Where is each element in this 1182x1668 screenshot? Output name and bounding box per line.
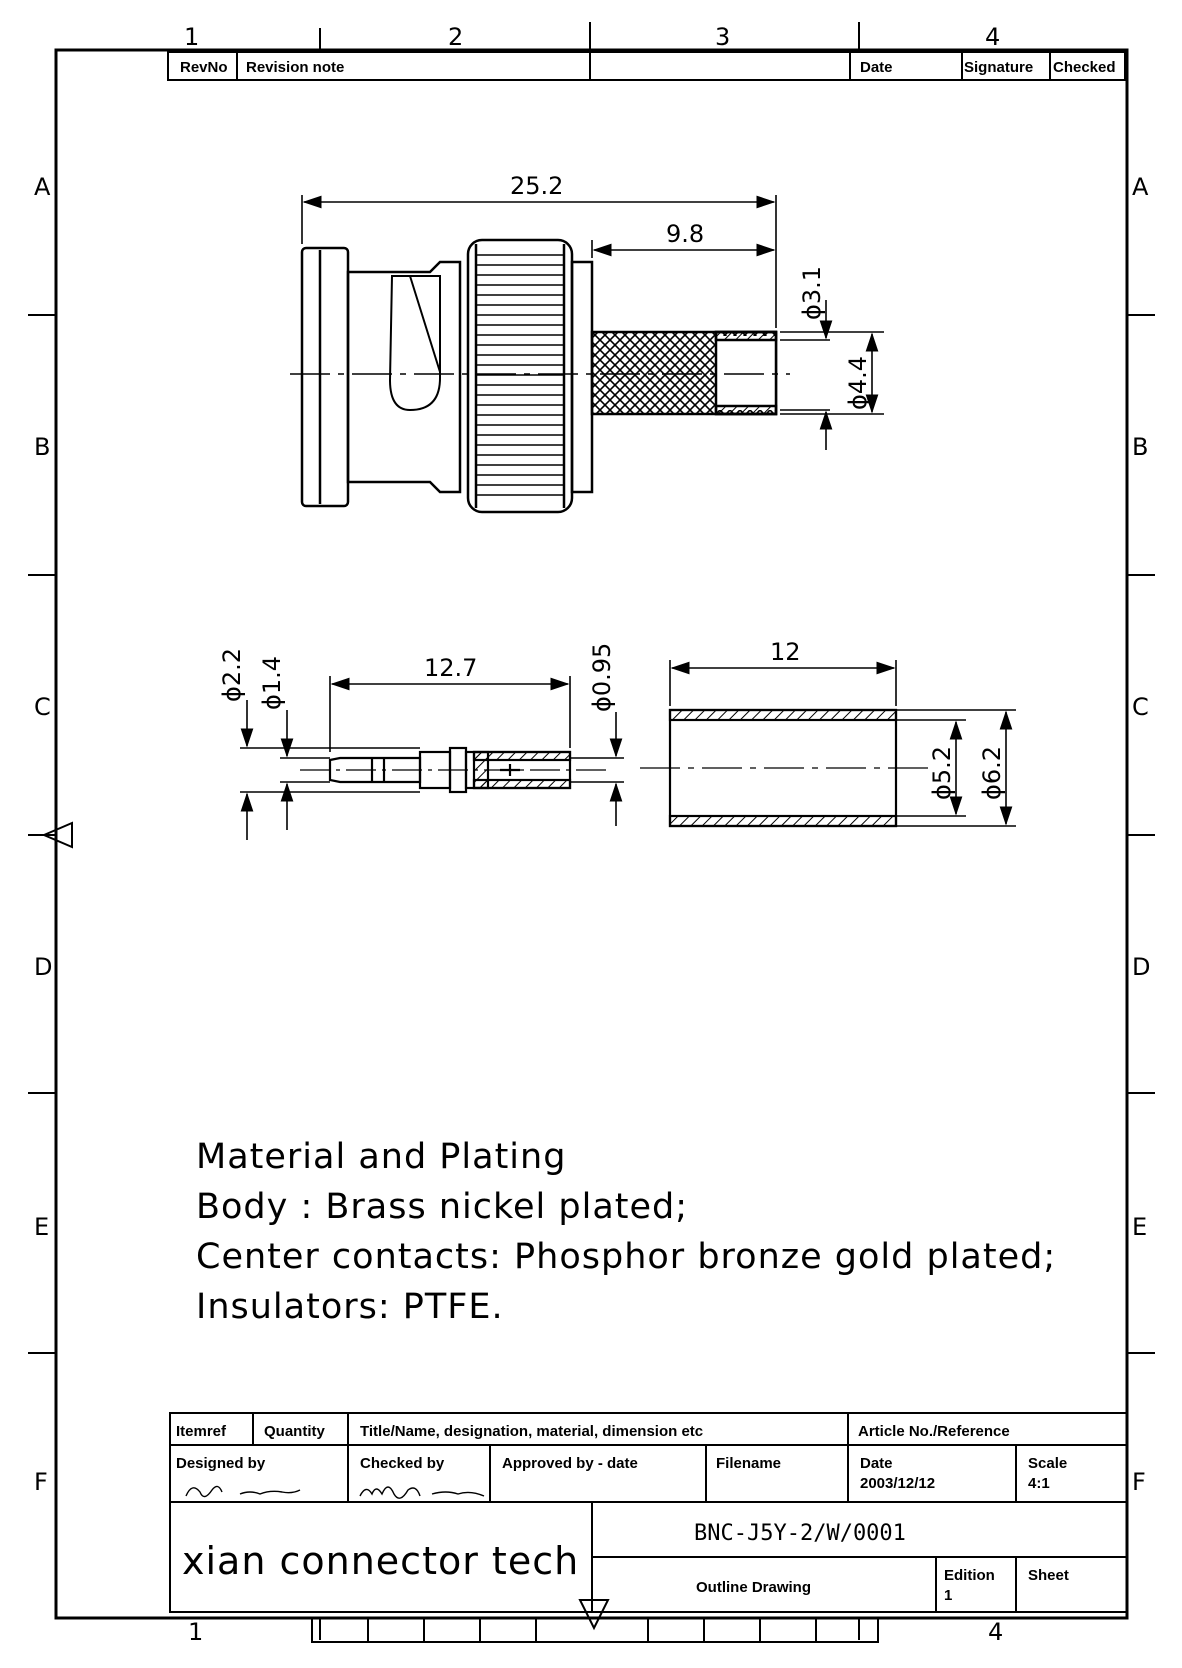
dim-diam-6-2: ϕ6.2	[978, 746, 1006, 800]
dim-diam-1-4: ϕ1.4	[258, 656, 286, 710]
filename-label: Filename	[716, 1455, 781, 1472]
checker-signature	[359, 1486, 485, 1499]
dim-overall-length: 25.2	[510, 172, 563, 200]
drawing-type: Outline Drawing	[696, 1579, 811, 1596]
dim-crimp-length: 9.8	[666, 220, 704, 248]
zone-col-2: 2	[448, 23, 463, 51]
rev-no-label: RevNo	[180, 59, 228, 76]
zone-row-f-left: F	[34, 1468, 48, 1496]
sheet-label: Sheet	[1028, 1567, 1069, 1584]
dimension-lines-pin	[240, 676, 624, 840]
zone-col-bottom-1: 1	[188, 1618, 203, 1646]
material-body: Body : Brass nickel plated;	[196, 1187, 688, 1227]
zone-row-d-left: D	[34, 953, 52, 981]
rev-checked-label: Checked	[1053, 59, 1116, 76]
revision-block	[167, 51, 1126, 81]
edition-value: 1	[944, 1587, 952, 1604]
zone-col-bottom-4: 4	[988, 1618, 1003, 1646]
zone-column-markers	[28, 22, 1155, 1640]
scale-value: 4:1	[1028, 1475, 1050, 1492]
itemref-label: Itemref	[176, 1423, 227, 1440]
article-no-label: Article No./Reference	[858, 1423, 1010, 1440]
centering-arrow-left	[41, 821, 73, 849]
date-value: 2003/12/12	[860, 1475, 935, 1492]
bottom-ruler	[311, 1617, 879, 1643]
quantity-label: Quantity	[264, 1423, 325, 1440]
zone-row-d-right: D	[1132, 953, 1150, 981]
zone-row-b-right: B	[1132, 433, 1148, 461]
scale-label: Scale	[1028, 1455, 1067, 1472]
designer-signature	[185, 1485, 301, 1498]
zone-row-a-left: A	[34, 173, 51, 201]
edition-label: Edition	[944, 1567, 995, 1584]
title-block-grid	[169, 1412, 1128, 1613]
title-name-label: Title/Name, designation, material, dimen…	[360, 1423, 703, 1440]
zone-row-e-left: E	[34, 1213, 49, 1241]
zone-row-f-right: F	[1132, 1468, 1146, 1496]
approved-by-label: Approved by - date	[502, 1455, 638, 1472]
center-pin-view	[300, 746, 610, 794]
material-heading: Material and Plating	[196, 1137, 566, 1177]
checked-by-label: Checked by	[360, 1455, 445, 1472]
centering-arrow-bottom	[578, 1599, 610, 1631]
crimp-ferrule-view	[640, 708, 930, 828]
dimension-lines-ferrule	[669, 660, 1016, 827]
zone-col-3: 3	[715, 23, 730, 51]
dim-ferrule-length: 12	[770, 638, 801, 666]
rev-date-label: Date	[860, 59, 893, 76]
zone-row-c-right: C	[1132, 693, 1149, 721]
zone-row-c-left: C	[34, 693, 51, 721]
dim-diam-0-95: ϕ0.95	[588, 643, 616, 712]
date-label: Date	[860, 1455, 893, 1472]
bnc-plug-side-view	[290, 238, 790, 514]
dim-diam-4-4: ϕ4.4	[844, 356, 872, 410]
part-number: BNC-J5Y-2/W/0001	[694, 1521, 906, 1546]
designed-by-label: Designed by	[176, 1455, 266, 1472]
zone-col-4: 4	[985, 23, 1000, 51]
dim-diam-3-1: ϕ3.1	[798, 266, 826, 320]
zone-row-e-right: E	[1132, 1213, 1147, 1241]
dimension-lines-top	[301, 195, 884, 450]
company-name: xian connector tech	[182, 1539, 579, 1583]
material-contacts: Center contacts: Phosphor bronze gold pl…	[196, 1237, 1056, 1277]
dim-diam-5-2: ϕ5.2	[928, 746, 956, 800]
dim-diam-2-2: ϕ2.2	[218, 648, 246, 702]
rev-signature-label: Signature	[964, 59, 1033, 76]
zone-col-1: 1	[184, 23, 199, 51]
dim-pin-length: 12.7	[424, 654, 477, 682]
zone-row-a-right: A	[1132, 173, 1149, 201]
zone-row-b-left: B	[34, 433, 50, 461]
revision-note-label: Revision note	[246, 59, 344, 76]
material-insulators: Insulators: PTFE.	[196, 1287, 504, 1327]
